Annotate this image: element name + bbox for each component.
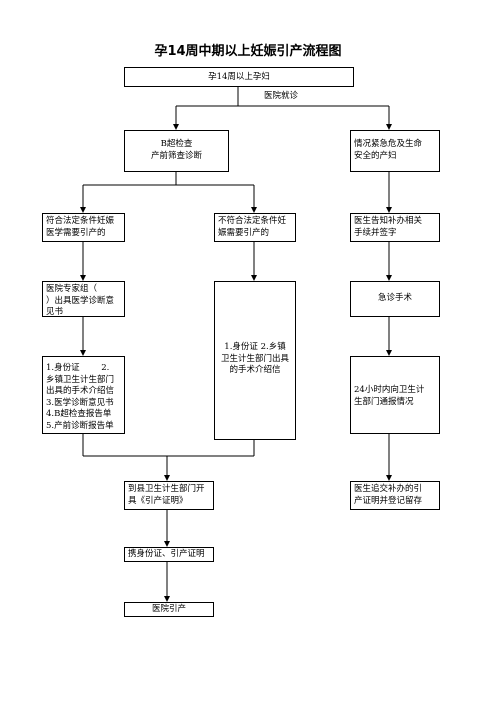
expert-group-node: 医院专家组（ ）出具医学诊断意 见书 [42,281,125,317]
legal-line-2: 医学需要引产的 [46,227,106,238]
emergency-node: 情况紧急危及生命 安全的产妇 [350,130,440,172]
report-24h-node: 24小时内向卫生计 生部门通报情况 [350,356,440,434]
doctor-inform-node: 医生告知补办相关 手续并签字 [350,213,440,242]
emergency-line-2: 安全的产妇 [354,150,397,161]
county-cert-node: 到县卫生计生部门开 具《引产证明》 [124,481,214,510]
id-letter-line-2: 卫生计生部门出具 [220,353,289,364]
legal-line-1: 符合法定条件妊娠 [46,216,115,226]
doctor-inform-line-1: 医生告知补办相关 [354,216,423,226]
b-check-line-2: 产前筛查诊断 [150,150,202,161]
county-line-1: 到县卫生计生部门开 [128,484,205,494]
expert-line-2: ）出具医学诊断意 [46,295,115,306]
hand-over-line-1: 医生追交补办的引 [354,484,423,494]
docs-line-4: 3.医学诊断意见书 [46,397,114,408]
b-check-node: B超检查 产前筛查诊断 [124,130,229,172]
report-line-1: 24小时内向卫生计 [354,385,425,395]
docs-list-node: 1.身份证 2. 乡镇卫生计生部门 出具的手术介绍信 3.医学诊断意见书 4.B… [42,356,125,434]
expert-line-3: 见书 [46,307,64,317]
hospital-induction-node: 医院引产 [124,602,214,617]
hand-over-line-2: 产证明并登记留存 [354,495,423,506]
start-node: 孕14周以上孕妇 [124,67,354,87]
docs-line-5: 4.B超检查报告单 [46,409,112,419]
page-title: 孕14周中期以上妊娠引产流程图 [154,44,342,59]
id-letter-node: 1.身份证 2.乡镇 卫生计生部门出具 的手术介绍信 [214,281,296,440]
docs-line-3: 出具的手术介绍信 [46,386,115,396]
b-check-line-1: B超检查 [160,139,193,149]
hand-over-node: 医生追交补办的引 产证明并登记留存 [350,481,440,510]
emergency-line-1: 情况紧急危及生命 [354,139,423,149]
not-legal-node: 不符合法定条件妊 娠需要引产的 [214,213,296,242]
id-letter-line-3: 的手术介绍信 [229,365,281,375]
carry-docs-node: 携身份证、引产证明 [124,547,214,562]
hospital-visit-label: 医院就诊 [264,91,299,101]
doctor-inform-line-2: 手续并签字 [354,227,397,238]
docs-line-1: 1.身份证 2. [46,363,110,373]
emergency-surgery-node: 急诊手术 [350,281,440,317]
docs-line-2: 乡镇卫生计生部门 [46,374,115,385]
id-letter-line-1: 1.身份证 2.乡镇 [224,342,286,352]
not-legal-line-2: 娠需要引产的 [218,227,270,238]
docs-line-6: 5.产前诊断报告单 [46,420,114,431]
county-line-2: 具《引产证明》 [128,495,188,506]
expert-line-1: 医院专家组（ [46,284,98,294]
legal-medical-node: 符合法定条件妊娠 医学需要引产的 [42,213,125,242]
not-legal-line-1: 不符合法定条件妊 [218,216,287,226]
report-line-2: 生部门通报情况 [354,396,414,407]
